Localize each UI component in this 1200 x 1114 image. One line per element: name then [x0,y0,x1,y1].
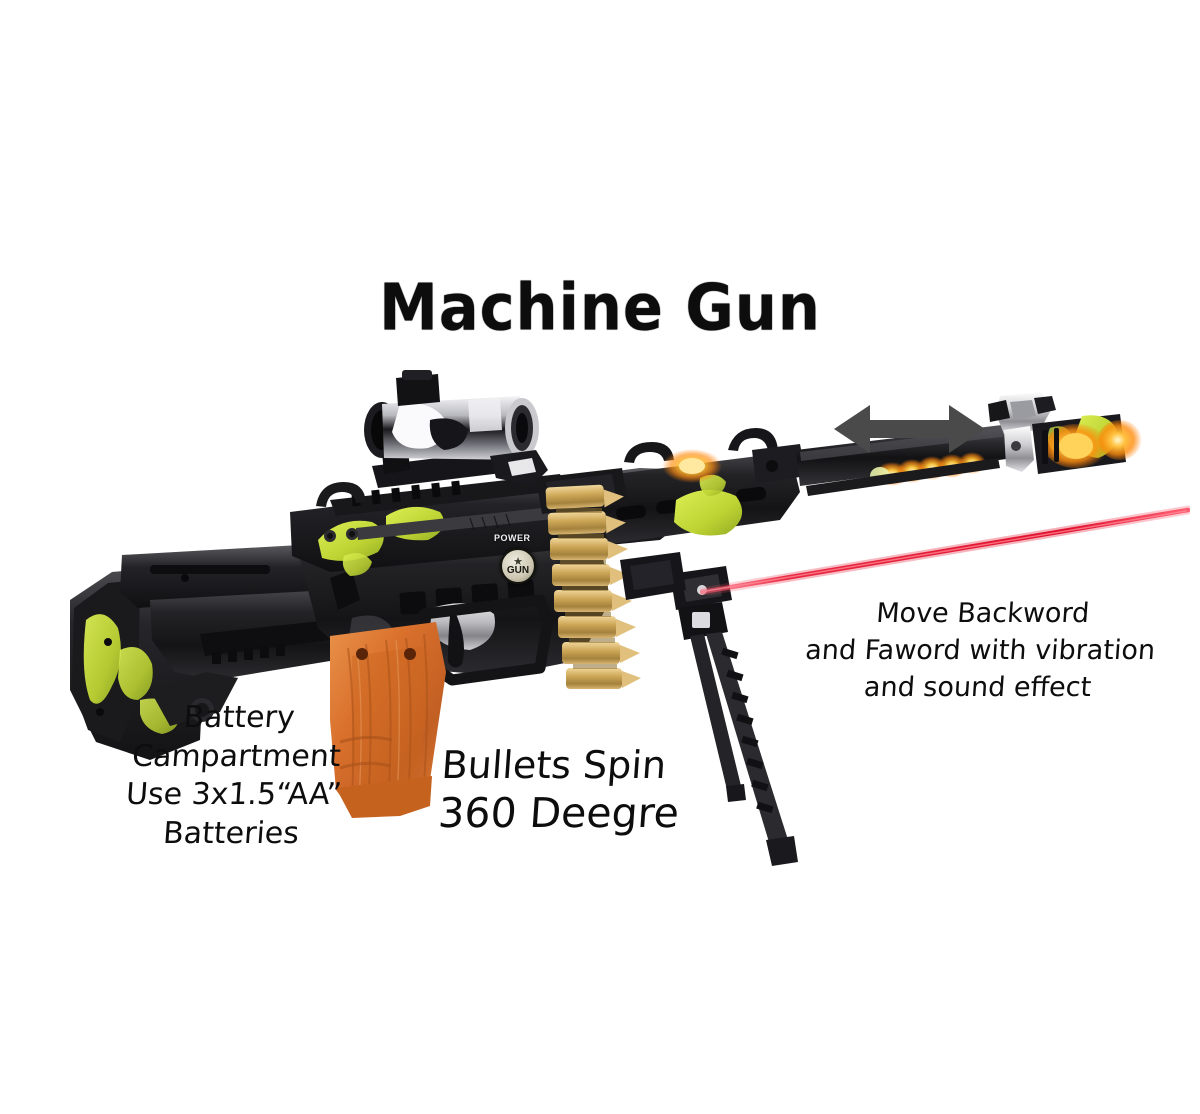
gun-handguard [596,428,806,544]
spin-line-2: 360 Deegre [436,789,681,838]
gun-lower-receiver [300,528,610,676]
ammo-belt [536,468,641,689]
motion-line-3: and sound effect [862,671,1093,703]
power-label: POWER [494,533,531,543]
battery-line-1: Battery [182,700,296,735]
battery-line-3: Use 3x1.5“AA” [124,777,343,813]
bullets-spin-callout: Bullets Spin 360 Deegre [437,742,744,838]
battery-line-4: Batteries [161,815,301,851]
battery-callout: Battery Campartment Use 3x1.5“AA” Batter… [90,700,381,854]
gun-upper-receiver [290,468,700,576]
gun-front-sight [988,392,1056,472]
red-laser-beam [700,500,1190,595]
gun-brand-badge: ★ GUN [500,548,536,584]
spin-line-1: Bullets Spin [440,743,668,787]
gun-side-detail [620,552,686,600]
battery-line-2: Campartment [130,738,342,774]
gun-muzzle [1032,414,1142,474]
motion-line-1: Move Backword [875,598,1091,629]
double-arrow-indicator [832,400,987,458]
gun-scope [364,370,548,488]
motion-line-2: and Faword with vibration [804,634,1157,666]
star-icon: ★ [513,554,523,568]
motion-callout: Move Backword and Faword with vibration … [791,598,1169,709]
gun-trigger-assembly [418,594,554,686]
double-arrow-icon [834,405,985,453]
gun-badge-text: GUN [506,564,530,576]
page-title: Machine Gun [379,270,821,345]
